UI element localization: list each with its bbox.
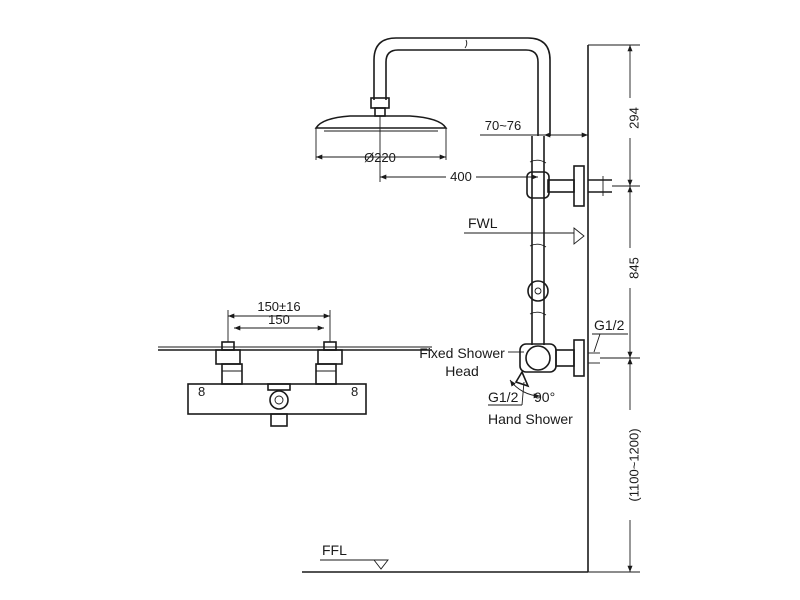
svg-text:8: 8: [351, 384, 358, 399]
vertical-rail: [529, 136, 547, 345]
shower-arm: [373, 37, 551, 136]
thermostatic-mixer: 8 8: [158, 341, 432, 427]
dim-rail-height: 845: [626, 257, 641, 279]
fwl-label: FWL: [468, 215, 498, 231]
wall-bracket: [526, 165, 612, 207]
dim-spacing-tolerance: 150±16: [257, 299, 300, 314]
svg-text:8: 8: [198, 384, 205, 399]
hand-thread-label: G1/2: [488, 389, 519, 405]
wall: [302, 45, 589, 573]
hand-shower-label: Hand Shower: [488, 411, 573, 427]
angle-label: 90°: [534, 389, 555, 405]
dim-top-height: 294: [626, 107, 641, 129]
dim-arm-length: 400: [450, 169, 472, 184]
inlet-thread-label: G1/2: [594, 317, 625, 333]
dim-offset: 70~76: [485, 118, 522, 133]
mixer-spacing-dimensions: [227, 310, 331, 342]
ffl-label: FFL: [322, 542, 347, 558]
dim-spacing: 150: [268, 312, 290, 327]
fixed-shower-label-line2: Head: [445, 363, 478, 379]
vertical-dimensions: [588, 44, 640, 573]
hand-shower-holder: [527, 280, 549, 302]
diverter: [509, 339, 600, 399]
arm-length-dimension: [379, 116, 538, 184]
fixed-shower-label-line1: Fixed Shower: [419, 345, 505, 361]
hand-thread-leader: [521, 381, 525, 406]
inlet-thread-leader: [593, 333, 601, 353]
fwl-marker: [464, 227, 585, 245]
dim-valve-height: (1100~1200): [626, 428, 641, 501]
ffl-marker: [320, 559, 389, 570]
